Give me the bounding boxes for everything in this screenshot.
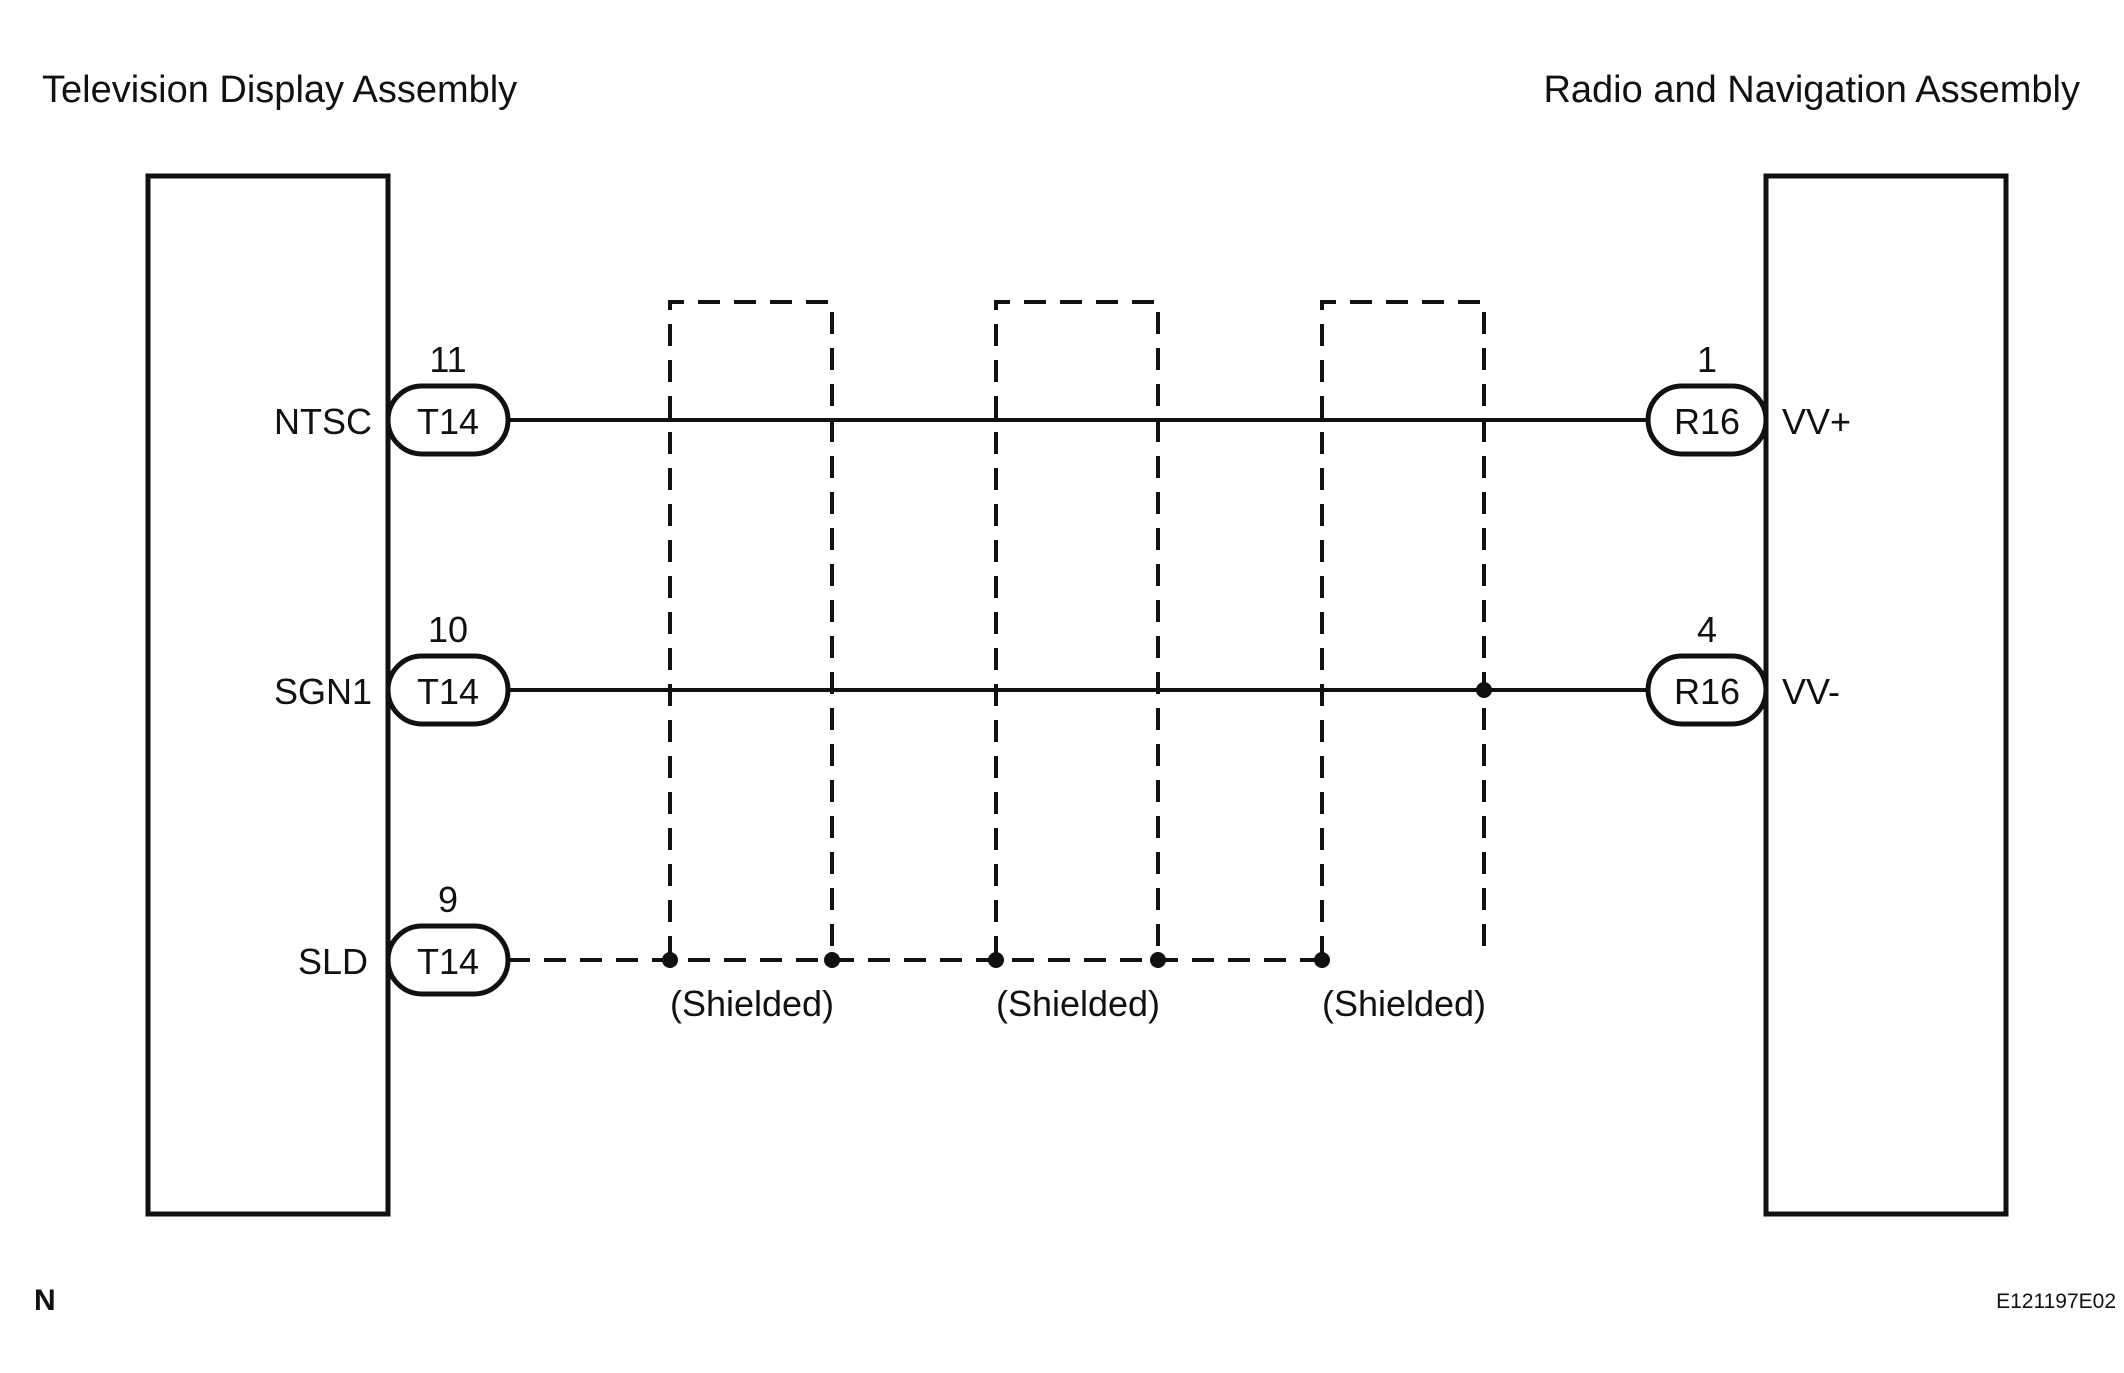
signal-label-ntsc: NTSC [274, 401, 372, 442]
pin-number: 10 [428, 609, 468, 650]
connector-label: R16 [1674, 401, 1740, 442]
right-assembly-title: Radio and Navigation Assembly [1543, 69, 2080, 111]
connector-label: T14 [417, 671, 479, 712]
pin-number: 4 [1697, 609, 1717, 650]
junction-dot [1150, 952, 1166, 968]
connector-t14-pin11 [385, 383, 511, 457]
junction-dots [662, 682, 1492, 968]
shield-label: (Shielded) [670, 983, 834, 1024]
pin-number: 1 [1697, 339, 1717, 380]
corner-mark: N [34, 1284, 56, 1317]
connector-r16-pin4 [1645, 653, 1769, 727]
shield-label: (Shielded) [996, 983, 1160, 1024]
pin-number: 11 [429, 339, 466, 380]
junction-dot [988, 952, 1004, 968]
junction-dot [662, 952, 678, 968]
connector-label: T14 [417, 941, 479, 982]
connector-label: T14 [417, 401, 479, 442]
signal-label-sgn1: SGN1 [274, 671, 372, 712]
connector-r16-pin1 [1645, 383, 1769, 457]
connector-t14-pin9 [385, 923, 511, 997]
junction-dot [1314, 952, 1330, 968]
connector-t14-pin10 [385, 653, 511, 727]
signal-label-vvplus: VV+ [1782, 401, 1851, 442]
shield-label: (Shielded) [1322, 983, 1486, 1024]
pin-number: 9 [438, 879, 458, 920]
signal-label-vvminus: VV- [1782, 671, 1840, 712]
figure-code: E121197E02 [1996, 1290, 2116, 1313]
left-assembly-title: Television Display Assembly [42, 69, 517, 111]
connector-label: R16 [1674, 671, 1740, 712]
junction-dot [824, 952, 840, 968]
shield-2 [994, 300, 1160, 958]
junction-dot [1476, 682, 1492, 698]
signal-label-sld: SLD [298, 941, 368, 982]
shield-3 [1320, 300, 1486, 958]
shield-1 [668, 300, 834, 958]
